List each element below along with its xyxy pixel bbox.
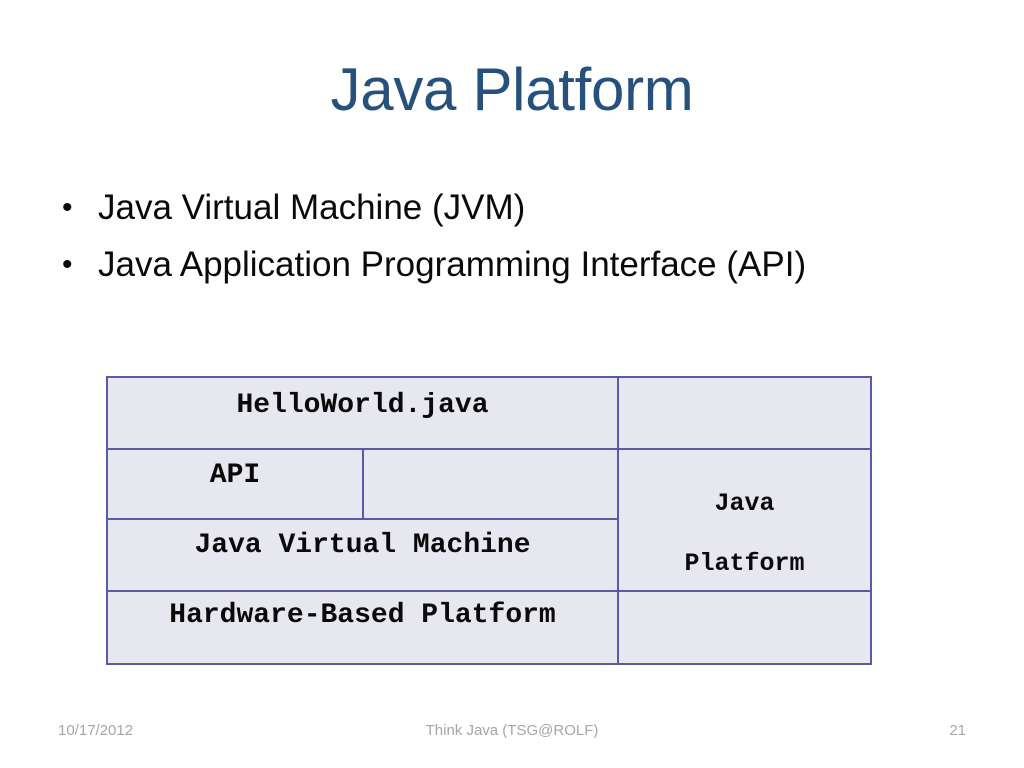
cell-label-line1: Java [714,489,775,518]
bullet-marker-icon: • [62,191,73,224]
list-item: • Java Application Programming Interface… [54,243,994,287]
table-rule-horizontal-3 [108,590,870,592]
table-cell-source-file: HelloWorld.java [108,378,617,448]
bullet-list: • Java Virtual Machine (JVM) • Java Appl… [54,186,994,300]
table-cell-jvm: Java Virtual Machine [108,520,617,590]
table-cell-empty-bottom-right [619,592,870,663]
footer-date: 10/17/2012 [58,722,134,739]
footer-title: Think Java (TSG@ROLF) [425,722,599,739]
cell-label: API [209,460,261,491]
footer-page-number: 21 [949,722,966,739]
bullet-text: Java Virtual Machine (JVM) [98,188,526,227]
table-cell-hardware: Hardware-Based Platform [108,592,617,663]
java-platform-diagram: HelloWorld.java API Java Platform Java V… [106,376,872,665]
table-rule-vertical-api-split [362,450,364,520]
bullet-marker-icon: • [62,248,73,281]
cell-label: Java Virtual Machine [194,530,531,561]
table-rule-horizontal-1 [108,448,870,450]
bullet-text: Java Application Programming Interface (… [98,245,807,284]
table-cell-api: API [108,450,362,518]
cell-label: HelloWorld.java [236,390,489,421]
list-item: • Java Virtual Machine (JVM) [54,186,994,230]
table-cell-empty-top-right [619,378,870,448]
page-title: Java Platform [330,56,694,123]
cell-label-line2: Platform [684,549,805,578]
table-cell-empty-api-right [364,450,617,518]
table-cell-java-platform: Java Platform [619,450,870,590]
slide-footer: 10/17/2012 Think Java (TSG@ROLF) 21 [0,718,1024,744]
table-rule-vertical-right-column [617,378,619,663]
cell-label: Hardware-Based Platform [169,600,556,631]
